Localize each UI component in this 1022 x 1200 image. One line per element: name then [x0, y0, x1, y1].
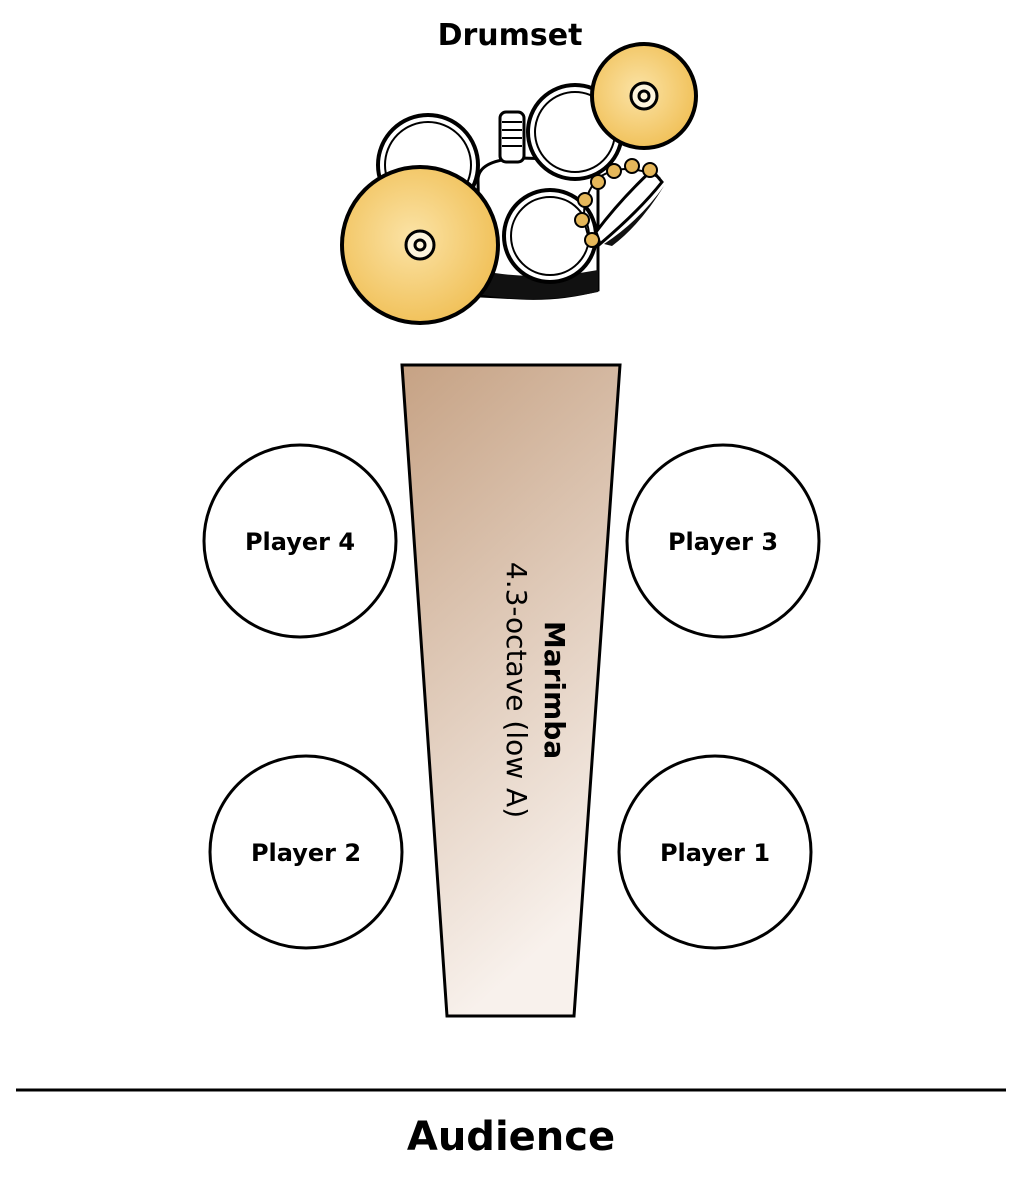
- player-3-label: Player 3: [668, 528, 778, 556]
- drumset-title: Drumset: [438, 18, 583, 53]
- marimba-name: Marimba: [538, 621, 571, 759]
- crash-cymbal-icon: [340, 165, 500, 325]
- player-4-label: Player 4: [245, 528, 355, 556]
- drumset-icon: [340, 42, 698, 325]
- player-3: Player 3: [625, 443, 821, 639]
- player-1-label: Player 1: [660, 839, 770, 867]
- player-1: Player 1: [617, 754, 813, 950]
- hihat-cymbal-icon: [590, 42, 698, 150]
- tom-mount-icon: [498, 110, 526, 164]
- tambourine-icon: [574, 158, 664, 248]
- marimba-description: 4.3-octave (low A): [500, 562, 533, 818]
- player-3-circle: [625, 443, 821, 639]
- audience-label: Audience: [407, 1114, 615, 1160]
- snare-drum-icon: [502, 188, 598, 284]
- player-4-circle: [202, 443, 398, 639]
- marimba-body: [400, 363, 622, 1018]
- player-2-circle: [208, 754, 404, 950]
- player-1-circle: [617, 754, 813, 950]
- player-2: Player 2: [208, 754, 404, 950]
- player-4: Player 4: [202, 443, 398, 639]
- marimba: Marimba 4.3-octave (low A): [400, 363, 622, 1018]
- player-2-label: Player 2: [251, 839, 361, 867]
